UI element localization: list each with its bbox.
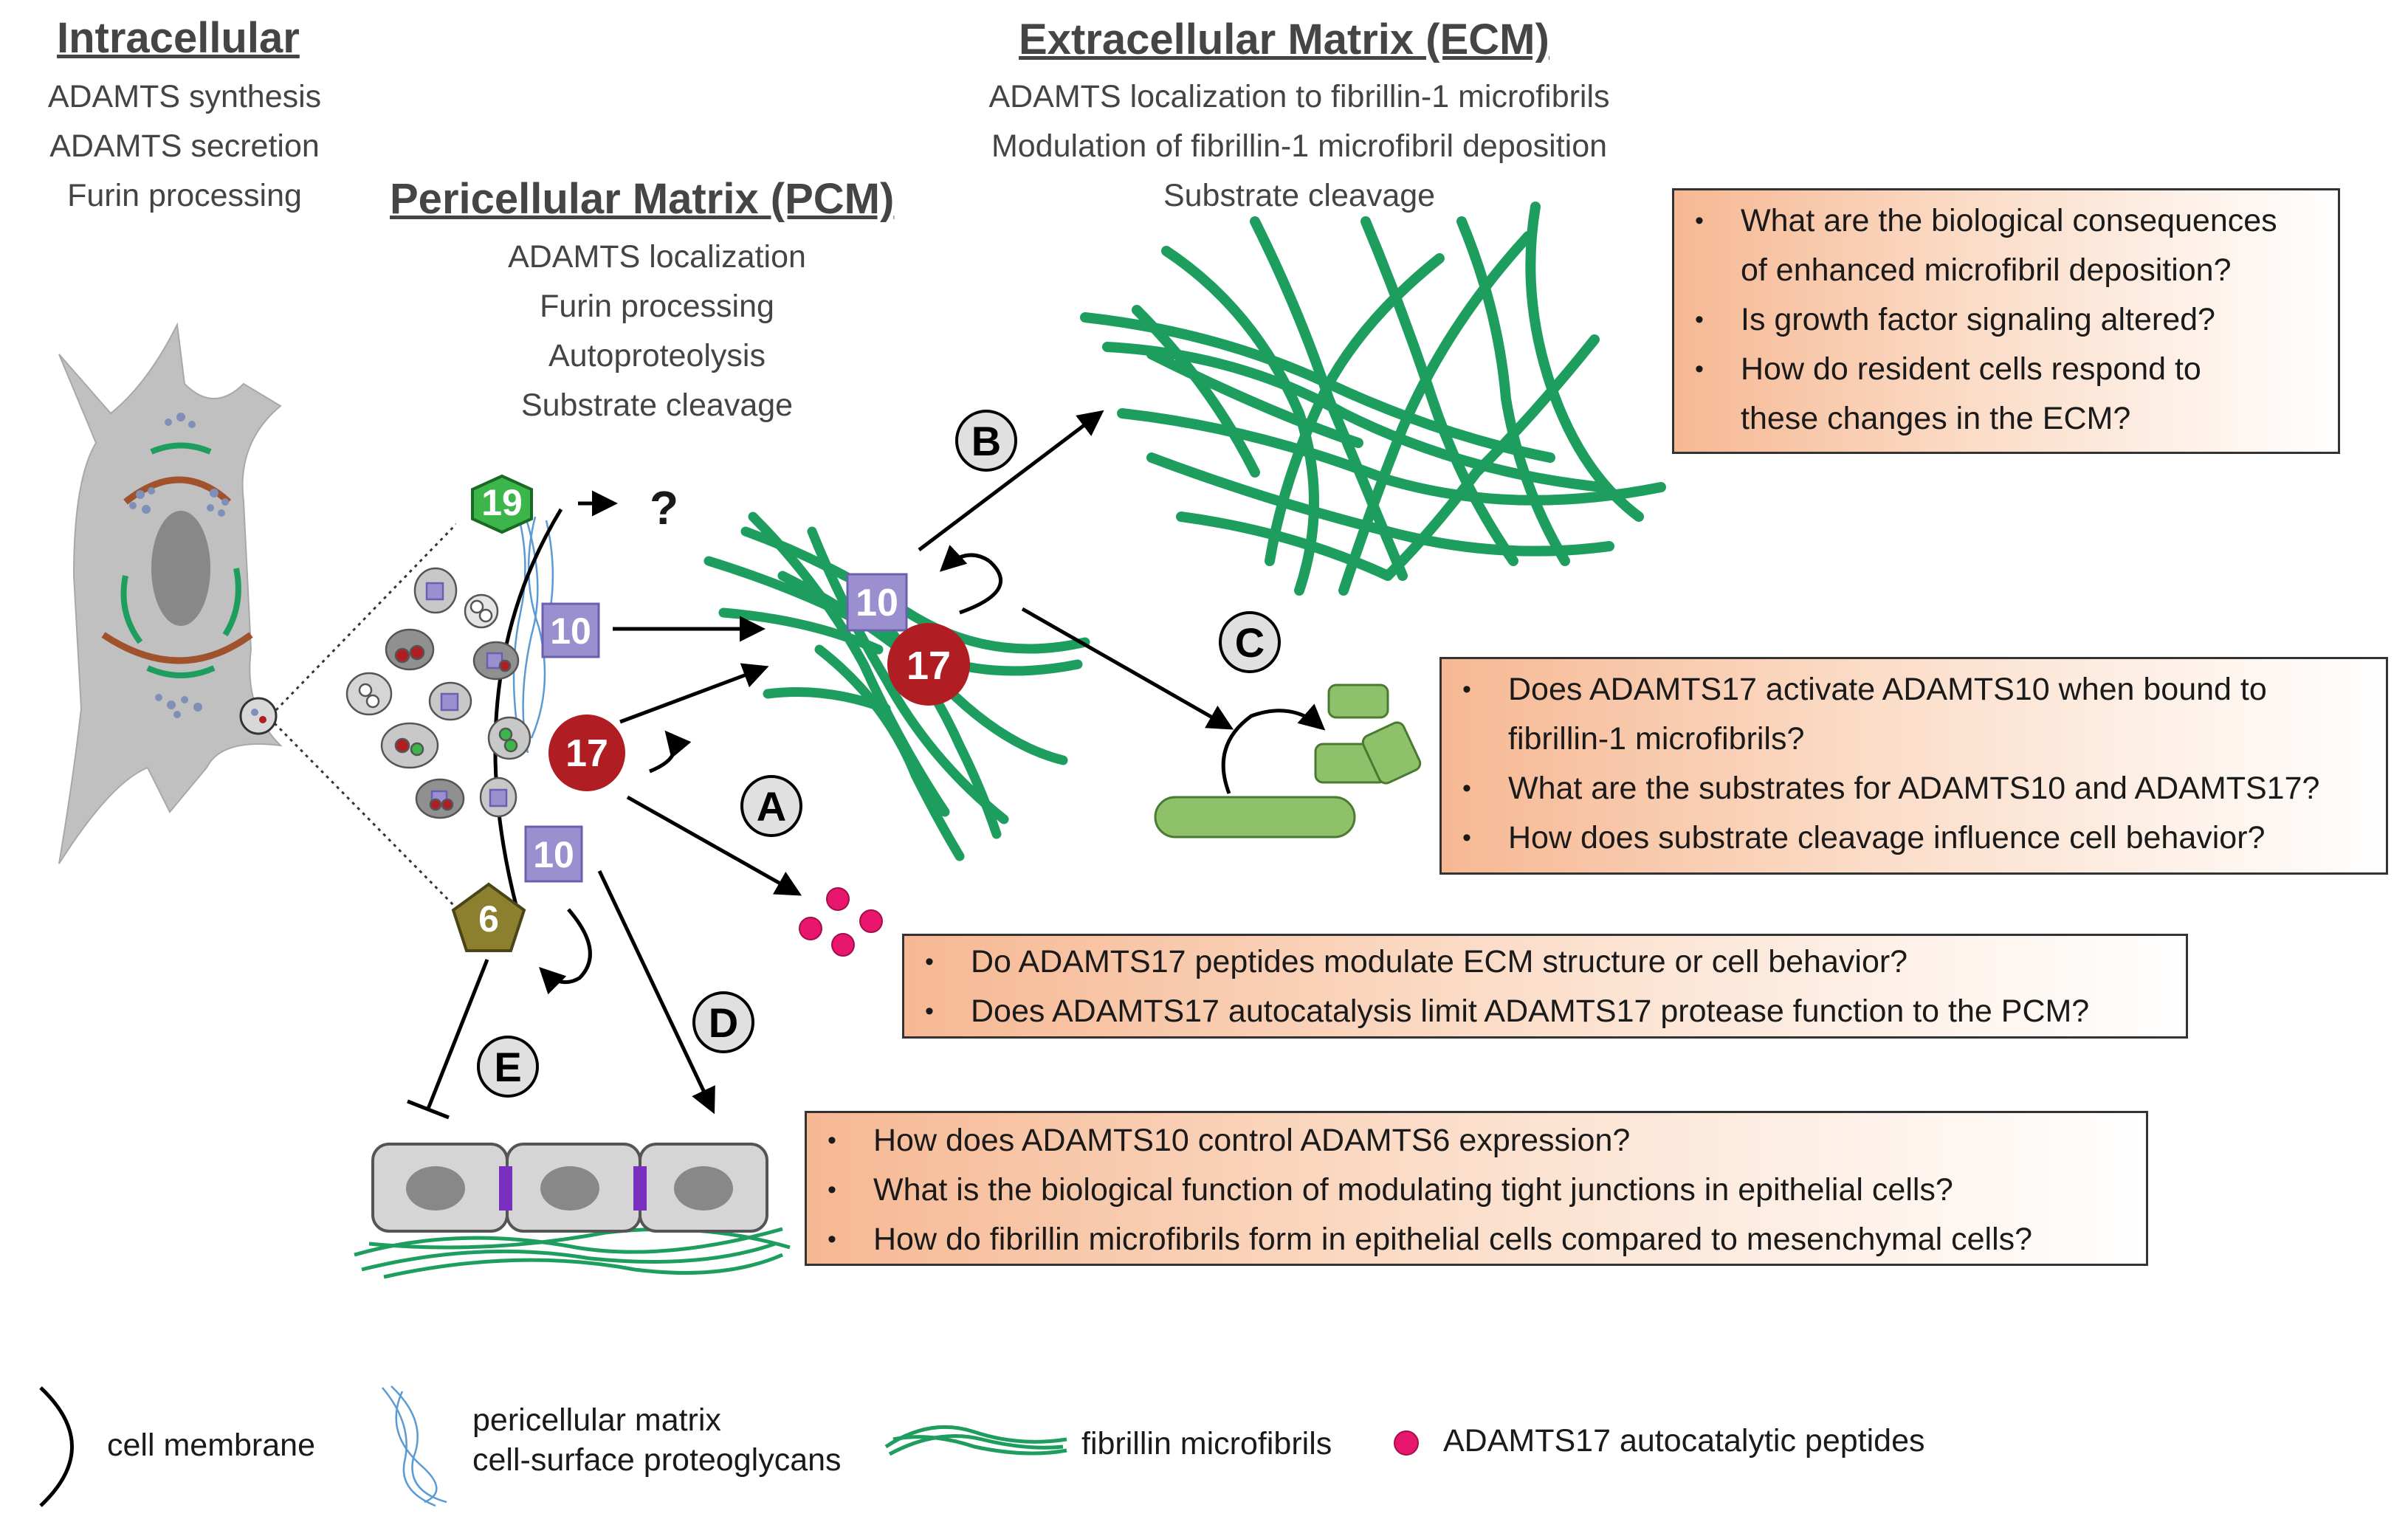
legend-membrane-label: cell membrane xyxy=(107,1428,315,1463)
adamts6-label: 6 xyxy=(478,898,499,940)
epithelial-cells xyxy=(354,1143,791,1279)
pathway-arrows xyxy=(407,410,1326,1120)
question-item: Do ADAMTS17 peptides modulate ECM struct… xyxy=(904,937,2186,987)
intracellular-item: ADAMTS synthesis xyxy=(47,79,322,114)
adamts6-marker: 6 xyxy=(451,882,526,952)
pathway-label-d: D xyxy=(692,991,754,1053)
question-item-continued: these changes in the ECM? xyxy=(1741,401,2131,436)
question-item: How do resident cells respond to xyxy=(1674,345,2338,394)
question-item: What are the biological consequences xyxy=(1674,196,2338,246)
legend-proteoglycan-label-2: cell-surface proteoglycans xyxy=(472,1442,842,1478)
adamts17-peptides xyxy=(799,887,883,957)
svg-text:E: E xyxy=(494,1044,521,1090)
adamts10-label-top: 10 xyxy=(550,610,591,652)
ecm-item: Substrate cleavage xyxy=(1163,178,1436,213)
question-item: Does ADAMTS17 activate ADAMTS10 when bou… xyxy=(1442,665,2386,714)
legend-microfibril-icon xyxy=(884,1425,1067,1456)
svg-text:B: B xyxy=(971,418,1001,464)
adamts17-label-pcm: 17 xyxy=(565,732,608,775)
intracellular-item: Furin processing xyxy=(67,178,302,213)
question-box-b: What are the biological consequences of … xyxy=(1672,188,2340,454)
question-box-a: Do ADAMTS17 peptides modulate ECM struct… xyxy=(902,934,2188,1039)
question-item-continued: fibrillin-1 microfibrils? xyxy=(1508,721,1805,757)
pathway-label-e: E xyxy=(477,1036,539,1098)
intracellular-item: ADAMTS secretion xyxy=(49,128,320,164)
svg-text:C: C xyxy=(1235,619,1265,666)
pcm-title: Pericellular Matrix (PCM) xyxy=(390,175,895,223)
ecm-title: Extracellular Matrix (ECM) xyxy=(1019,16,1549,63)
pcm-item: Furin processing xyxy=(540,289,774,324)
adamts17-label-fibril: 17 xyxy=(907,644,951,688)
adamts10-label-fibril: 10 xyxy=(856,582,898,624)
svg-text:D: D xyxy=(709,999,738,1046)
adamts17-marker-fibril: 17 xyxy=(887,623,970,706)
question-item: How does ADAMTS10 control ADAMTS6 expres… xyxy=(807,1116,2146,1165)
question-item: Does ADAMTS17 autocatalysis limit ADAMTS… xyxy=(904,987,2186,1036)
adamts19-label: 19 xyxy=(481,482,523,523)
adamts10-label-bottom: 10 xyxy=(533,834,574,875)
zoom-line-bottom xyxy=(273,722,458,909)
legend-proteoglycan-label-1: pericellular matrix xyxy=(472,1402,721,1438)
question-item: How does substrate cleavage influence ce… xyxy=(1442,813,2386,863)
substrate-cleavage xyxy=(1154,683,1422,839)
pcm-list: ADAMTS localization Furin processing Aut… xyxy=(436,233,878,430)
mesenchymal-cell xyxy=(58,322,283,864)
question-box-de: How does ADAMTS10 control ADAMTS6 expres… xyxy=(805,1111,2148,1266)
question-item: Is growth factor signaling altered? xyxy=(1674,295,2338,345)
ecm-list: ADAMTS localization to fibrillin-1 micro… xyxy=(938,72,1661,221)
adamts10-marker-fibril: 10 xyxy=(846,573,908,632)
ecm-item: ADAMTS localization to fibrillin-1 micro… xyxy=(988,79,1610,114)
pathway-label-b: B xyxy=(955,410,1017,472)
ecm-microfibril-network xyxy=(1080,202,1666,596)
unknown-fate-label: ? xyxy=(650,481,678,534)
intracellular-title: Intracellular xyxy=(57,14,300,62)
pcm-item: Substrate cleavage xyxy=(520,388,794,423)
question-box-c: Does ADAMTS17 activate ADAMTS10 when bou… xyxy=(1439,657,2388,875)
legend-peptide-icon xyxy=(1394,1430,1419,1456)
legend-membrane-icon xyxy=(39,1386,74,1507)
pathway-label-c: C xyxy=(1219,611,1281,673)
pcm-item: Autoproteolysis xyxy=(548,338,766,373)
zoom-line-top xyxy=(275,523,458,712)
legend-microfibril-label: fibrillin microfibrils xyxy=(1081,1426,1332,1461)
legend-proteoglycan-icon xyxy=(382,1385,447,1507)
question-item: What is the biological function of modul… xyxy=(807,1165,2146,1215)
ecm-item: Modulation of fibrillin-1 microfibril de… xyxy=(991,128,1608,164)
zoomed-cell xyxy=(345,508,568,909)
question-item: How do fibrillin microfibrils form in ep… xyxy=(807,1215,2146,1264)
intracellular-list: ADAMTS synthesis ADAMTS secretion Furin … xyxy=(22,72,347,221)
adamts19-marker: 19 xyxy=(471,474,533,534)
question-item-continued: of enhanced microfibril deposition? xyxy=(1741,252,2232,288)
svg-text:A: A xyxy=(757,783,786,830)
adamts10-marker-bottom: 10 xyxy=(524,825,583,883)
legend-peptide-label: ADAMTS17 autocatalytic peptides xyxy=(1443,1423,1925,1459)
adamts10-marker-top: 10 xyxy=(541,602,600,658)
pcm-item: ADAMTS localization xyxy=(508,239,806,275)
question-item: What are the substrates for ADAMTS10 and… xyxy=(1442,764,2386,813)
adamts17-marker-pcm: 17 xyxy=(548,714,625,791)
pathway-label-a: A xyxy=(740,775,802,837)
